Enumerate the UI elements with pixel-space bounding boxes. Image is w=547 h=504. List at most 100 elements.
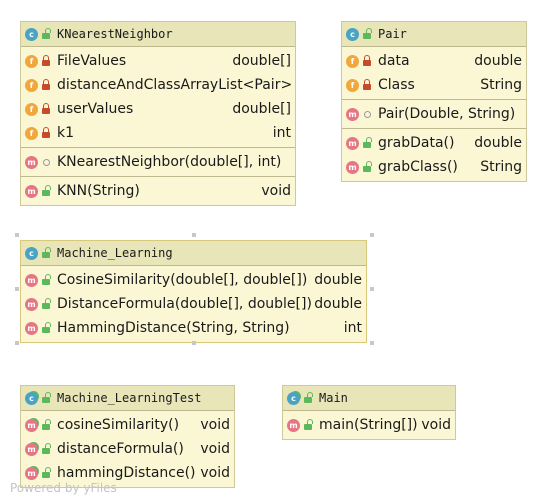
field-row: f k1 int xyxy=(21,121,295,145)
constructors-section: m KNearestNeighbor(double[], int) xyxy=(21,148,295,177)
resize-handle[interactable] xyxy=(370,341,374,345)
methods-section: m KNN(String) void xyxy=(21,177,295,205)
member-name: Class xyxy=(378,77,415,93)
method-row: m CosineSimilarity(double[], double[]) d… xyxy=(21,268,366,292)
member-type: String xyxy=(480,77,522,93)
unlock-icon xyxy=(41,185,51,197)
method-icon: m xyxy=(346,136,359,150)
member-name: grabData() xyxy=(378,135,455,151)
lock-icon xyxy=(41,79,51,91)
resize-handle[interactable] xyxy=(192,341,196,345)
test-method-icon: m xyxy=(25,442,38,456)
class-name: KNearestNeighbor xyxy=(57,27,173,41)
class-header: c Machine_LearningTest xyxy=(21,386,234,411)
field-icon: f xyxy=(346,54,359,68)
lock-icon xyxy=(41,127,51,139)
class-name: Machine_LearningTest xyxy=(57,391,202,405)
class-icon: c xyxy=(346,27,359,41)
member-name: FileValues xyxy=(57,53,127,69)
member-type: double xyxy=(314,296,362,312)
member-name: main(String[]) xyxy=(319,417,418,433)
method-row: m main(String[]) void xyxy=(283,413,455,437)
method-row: m grabData() double xyxy=(342,131,526,155)
member-name: data xyxy=(378,53,410,69)
method-icon: m xyxy=(346,160,359,174)
class-node-pair[interactable]: c Pair f data double f Class String m Pa… xyxy=(341,21,527,182)
member-name: HammingDistance(String, String) xyxy=(57,320,290,336)
methods-section: m CosineSimilarity(double[], double[]) d… xyxy=(21,266,366,342)
member-name: distanceAndClass xyxy=(57,77,181,93)
field-row: f FileValues double[] xyxy=(21,49,295,73)
methods-section: m grabData() double m grabClass() String xyxy=(342,129,526,181)
method-icon: m xyxy=(346,107,359,121)
class-node-main[interactable]: c Main m main(String[]) void xyxy=(282,385,456,440)
constructor-row: m KNearestNeighbor(double[], int) xyxy=(21,150,295,174)
package-visibility-icon xyxy=(362,108,372,120)
class-name: Pair xyxy=(378,27,407,41)
class-icon: c xyxy=(25,246,38,260)
member-type: ArrayList<Pair> xyxy=(180,77,293,93)
class-node-machine-learning-test[interactable]: c Machine_LearningTest m cosineSimilarit… xyxy=(20,385,235,488)
unlock-icon xyxy=(41,247,51,259)
lock-icon xyxy=(362,79,372,91)
member-type: double xyxy=(314,272,362,288)
test-method-icon: m xyxy=(25,466,38,480)
resize-handle[interactable] xyxy=(370,287,374,291)
member-type: double[] xyxy=(232,53,291,69)
method-icon: m xyxy=(25,321,38,335)
field-row: f userValues double[] xyxy=(21,97,295,121)
class-icon: c xyxy=(25,27,38,41)
unlock-icon xyxy=(303,392,313,404)
unlock-icon xyxy=(362,28,372,40)
method-row: m cosineSimilarity() void xyxy=(21,413,234,437)
member-name: KNN(String) xyxy=(57,183,140,199)
unlock-icon xyxy=(41,274,51,286)
resize-handle[interactable] xyxy=(15,233,19,237)
unlock-icon xyxy=(303,419,313,431)
unlock-icon xyxy=(41,467,51,479)
method-icon: m xyxy=(25,273,38,287)
runnable-class-icon: c xyxy=(287,391,300,405)
package-visibility-icon xyxy=(41,156,51,168)
watermark: Powered by yFiles xyxy=(10,481,117,495)
field-icon: f xyxy=(25,102,38,116)
member-name: cosineSimilarity() xyxy=(57,417,180,433)
resize-handle[interactable] xyxy=(15,341,19,345)
method-row: m KNN(String) void xyxy=(21,179,295,203)
class-header: c Machine_Learning xyxy=(21,241,366,266)
methods-section: m main(String[]) void xyxy=(283,411,455,439)
member-type: void xyxy=(200,465,230,481)
member-type: void xyxy=(421,417,451,433)
class-header: c Main xyxy=(283,386,455,411)
static-method-icon: m xyxy=(287,418,300,432)
unlock-icon xyxy=(41,419,51,431)
method-icon: m xyxy=(25,184,38,198)
test-class-icon: c xyxy=(25,391,38,405)
field-row: f distanceAndClass ArrayList<Pair> xyxy=(21,73,295,97)
member-type: String xyxy=(480,159,522,175)
field-row: f Class String xyxy=(342,73,526,97)
class-node-machine-learning[interactable]: c Machine_Learning m CosineSimilarity(do… xyxy=(20,240,367,343)
member-name: distanceFormula() xyxy=(57,441,184,457)
member-type: void xyxy=(200,417,230,433)
unlock-icon xyxy=(41,322,51,334)
constructors-section: m Pair(Double, String) xyxy=(342,100,526,129)
field-icon: f xyxy=(25,126,38,140)
member-type: double[] xyxy=(232,101,291,117)
resize-handle[interactable] xyxy=(370,233,374,237)
fields-section: f data double f Class String xyxy=(342,47,526,100)
member-type: int xyxy=(343,320,362,336)
method-icon: m xyxy=(25,155,38,169)
method-row: m DistanceFormula(double[], double[]) do… xyxy=(21,292,366,316)
class-name: Machine_Learning xyxy=(57,246,173,260)
method-row: m grabClass() String xyxy=(342,155,526,179)
method-row: m HammingDistance(String, String) int xyxy=(21,316,366,340)
unlock-icon xyxy=(41,392,51,404)
member-type: double xyxy=(474,135,522,151)
unlock-icon xyxy=(362,137,372,149)
class-name: Main xyxy=(319,391,348,405)
class-node-knearestneighbor[interactable]: c KNearestNeighbor f FileValues double[]… xyxy=(20,21,296,206)
member-name: Pair(Double, String) xyxy=(378,106,516,122)
resize-handle[interactable] xyxy=(192,233,196,237)
resize-handle[interactable] xyxy=(15,287,19,291)
